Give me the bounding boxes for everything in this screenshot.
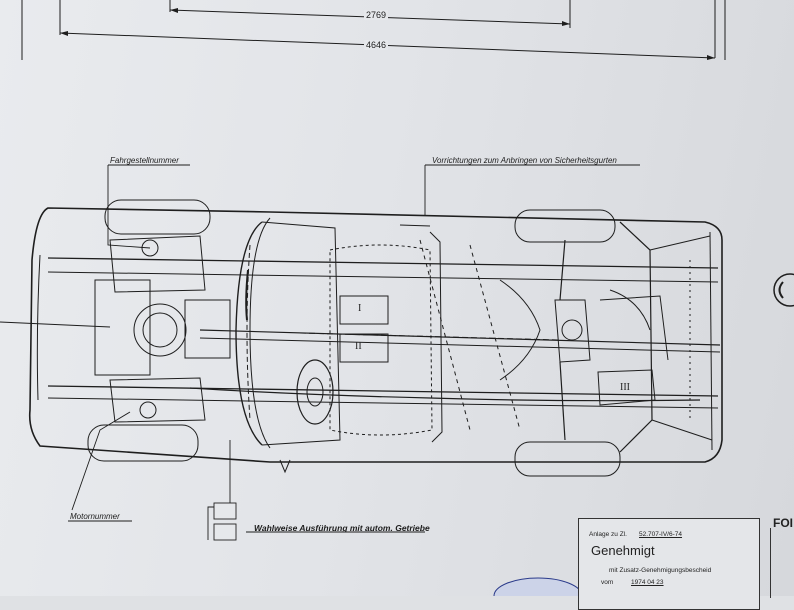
tank-mark-3: III <box>620 382 630 393</box>
chassis-number-label: Fahrgestellnummer <box>110 156 179 165</box>
badge-circle <box>773 273 794 307</box>
title-block-text: FOI <box>773 516 793 530</box>
stamp-date: 1974 04 23 <box>631 579 664 586</box>
stamp-ref: 52.707-IV/6-74 <box>639 531 683 538</box>
chassis-number-leader <box>107 165 151 249</box>
wheelbase-dimension: 2769 <box>364 10 389 20</box>
stamp-approved: Genehmigt <box>591 543 655 558</box>
wheel-rear-right <box>514 441 621 477</box>
driveshaft <box>199 329 721 346</box>
body-outline <box>28 207 723 463</box>
engine-number-leader <box>71 411 131 511</box>
title-block-fragment: FOI <box>770 516 794 598</box>
engine-flywheel <box>133 303 187 357</box>
approval-stamp: Anlage zu Zl. 52.707-IV/6-74 Genehmigt m… <box>578 518 760 610</box>
engine-number-label: Motornummer <box>70 512 120 521</box>
stamp-annex: Anlage zu Zl. <box>589 531 627 538</box>
overall-length-dimension: 4646 <box>364 40 389 50</box>
seat-mark-2: II <box>355 341 362 352</box>
stamp-with-line: mit Zusatz-Genehmigungsbescheid <box>609 567 712 574</box>
frame-rail-right <box>47 385 719 397</box>
stamp-date-prefix: vom <box>601 579 614 586</box>
differential <box>554 299 591 363</box>
manufacturer-logo <box>493 577 583 596</box>
wheel-front-right <box>87 424 199 462</box>
chassis-plan-drawing <box>0 0 794 596</box>
automatic-transmission-label: Wahlweise Ausführung mit autom. Getriebe <box>254 523 430 533</box>
seat-mark-1: I <box>358 303 362 314</box>
exhaust-pipe <box>189 387 701 402</box>
seat-box-1 <box>339 295 389 325</box>
steering-wheel <box>296 359 334 425</box>
seatbelt-mount-label: Vorrichtungen zum Anbringen von Sicherhe… <box>432 156 617 165</box>
seat-box-2 <box>339 333 389 363</box>
windshield <box>235 221 263 446</box>
frame-rail-left <box>47 257 719 269</box>
wheel-front-left <box>104 199 211 235</box>
wheel-rear-left <box>514 209 616 243</box>
